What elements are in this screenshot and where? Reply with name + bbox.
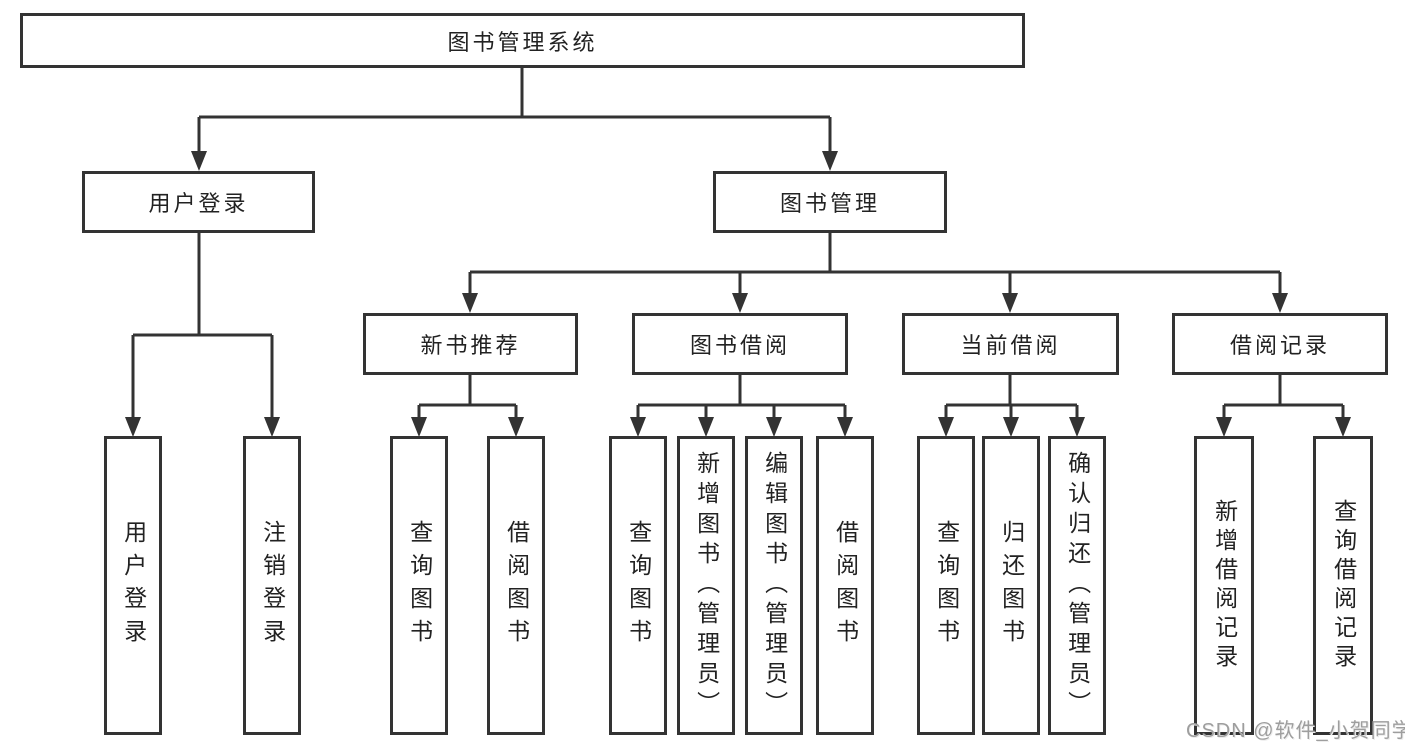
leaf-edit-book-admin-label: 编辑图书（管理员） — [761, 450, 788, 721]
arrow-head — [630, 417, 646, 437]
node-system-root: 图书管理系统 — [20, 13, 1025, 68]
arrow-head — [125, 417, 141, 437]
node-book-borrowing-label: 图书借阅 — [689, 333, 790, 358]
leaf-add-borrow-record: 新增借阅记录 — [1194, 436, 1254, 735]
arrow-head — [1272, 293, 1288, 313]
leaf-add-borrow-record-label: 新增借阅记录 — [1211, 498, 1238, 673]
leaf-return-book: 归还图书 — [982, 436, 1040, 735]
leaf-query-books-borrow-label: 查询图书 — [625, 519, 652, 652]
node-book-management: 图书管理 — [713, 171, 947, 233]
node-borrowing-records: 借阅记录 — [1172, 313, 1388, 375]
arrow-head — [1002, 293, 1018, 313]
leaf-query-books-borrow: 查询图书 — [609, 436, 667, 735]
node-user-login: 用户登录 — [82, 171, 315, 233]
leaf-borrow-books-recommend: 借阅图书 — [487, 436, 545, 735]
connector-lines — [131, 68, 1345, 420]
leaf-confirm-return-admin-label: 确认归还（管理员） — [1064, 450, 1091, 721]
arrow-head — [732, 293, 748, 313]
node-current-borrowing-label: 当前借阅 — [960, 333, 1061, 358]
leaf-add-book-admin: 新增图书（管理员） — [677, 436, 735, 735]
leaf-user-login-label: 用户登录 — [120, 519, 147, 652]
leaf-query-books-recommend: 查询图书 — [390, 436, 448, 735]
leaf-query-borrow-record: 查询借阅记录 — [1313, 436, 1373, 735]
leaf-borrow-books-borrow-label: 借阅图书 — [832, 519, 859, 652]
leaf-query-books-current: 查询图书 — [917, 436, 975, 735]
leaf-logout: 注销登录 — [243, 436, 301, 735]
arrow-head — [1216, 417, 1232, 437]
node-current-borrowing: 当前借阅 — [902, 313, 1119, 375]
arrow-head — [462, 293, 478, 313]
node-borrowing-records-label: 借阅记录 — [1229, 333, 1330, 358]
leaf-confirm-return-admin: 确认归还（管理员） — [1048, 436, 1106, 735]
arrow-head — [822, 151, 838, 171]
arrow-head — [938, 417, 954, 437]
arrow-head — [508, 417, 524, 437]
csdn-watermark: CSDN @软件_小贺同学 — [1186, 720, 1405, 742]
arrow-head — [698, 417, 714, 437]
arrow-head — [191, 151, 207, 171]
arrow-head — [411, 417, 427, 437]
arrow-head — [1003, 417, 1019, 437]
leaf-query-books-recommend-label: 查询图书 — [406, 519, 433, 652]
leaf-query-borrow-record-label: 查询借阅记录 — [1330, 498, 1357, 673]
leaf-add-book-admin-label: 新增图书（管理员） — [693, 450, 720, 721]
leaf-edit-book-admin: 编辑图书（管理员） — [745, 436, 803, 735]
node-new-book-recommend: 新书推荐 — [363, 313, 578, 375]
node-user-login-label: 用户登录 — [148, 191, 249, 216]
leaf-user-login: 用户登录 — [104, 436, 162, 735]
arrow-head — [766, 417, 782, 437]
leaf-query-books-current-label: 查询图书 — [933, 519, 960, 652]
node-new-book-recommend-label: 新书推荐 — [420, 333, 521, 358]
arrow-head — [1069, 417, 1085, 437]
leaf-borrow-books-recommend-label: 借阅图书 — [503, 519, 530, 652]
leaf-logout-label: 注销登录 — [259, 519, 286, 652]
arrow-head — [264, 417, 280, 437]
arrow-head — [837, 417, 853, 437]
leaf-borrow-books-borrow: 借阅图书 — [816, 436, 874, 735]
node-system-root-label: 图书管理系统 — [447, 29, 598, 55]
leaf-return-book-label: 归还图书 — [998, 519, 1025, 652]
node-book-borrowing: 图书借阅 — [632, 313, 848, 375]
arrowheads — [125, 151, 1351, 437]
arrow-head — [1335, 417, 1351, 437]
node-book-management-label: 图书管理 — [779, 191, 880, 216]
